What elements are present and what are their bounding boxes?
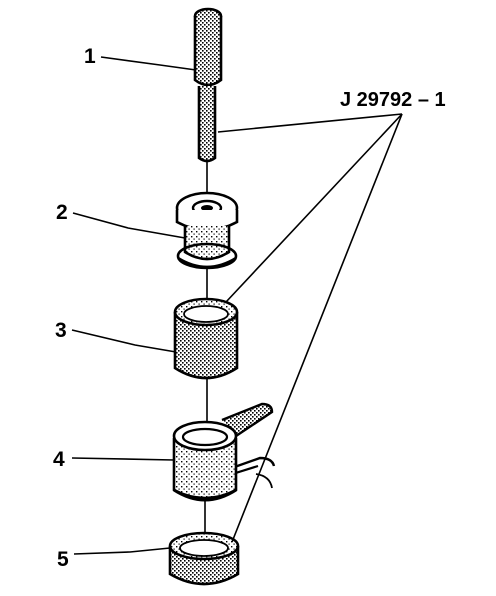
leader-part-5 (73, 547, 171, 555)
leader-tool-cup (231, 113, 403, 543)
part-2-flanged-installer (175, 191, 239, 270)
leader-part-2 (72, 212, 186, 239)
part-5-receiver-cup (168, 531, 240, 586)
callout-part-3: 3 (55, 319, 67, 342)
part-3-sleeve (173, 297, 239, 380)
leader-lines (71, 56, 403, 555)
leader-tool-handle (217, 113, 403, 133)
leader-part-3 (71, 329, 177, 353)
tool-number-label: J 29792 – 1 (340, 89, 446, 111)
callout-part-4: 4 (53, 448, 65, 471)
leader-part-1 (100, 56, 197, 71)
part-4-fixture-body (172, 402, 276, 502)
callout-part-2: 2 (56, 201, 68, 224)
part-1-driver-handle (193, 7, 223, 163)
callout-part-5: 5 (57, 548, 69, 571)
leader-tool-sleeve (225, 113, 403, 303)
leader-part-4 (71, 457, 175, 461)
callout-part-1: 1 (84, 45, 96, 68)
